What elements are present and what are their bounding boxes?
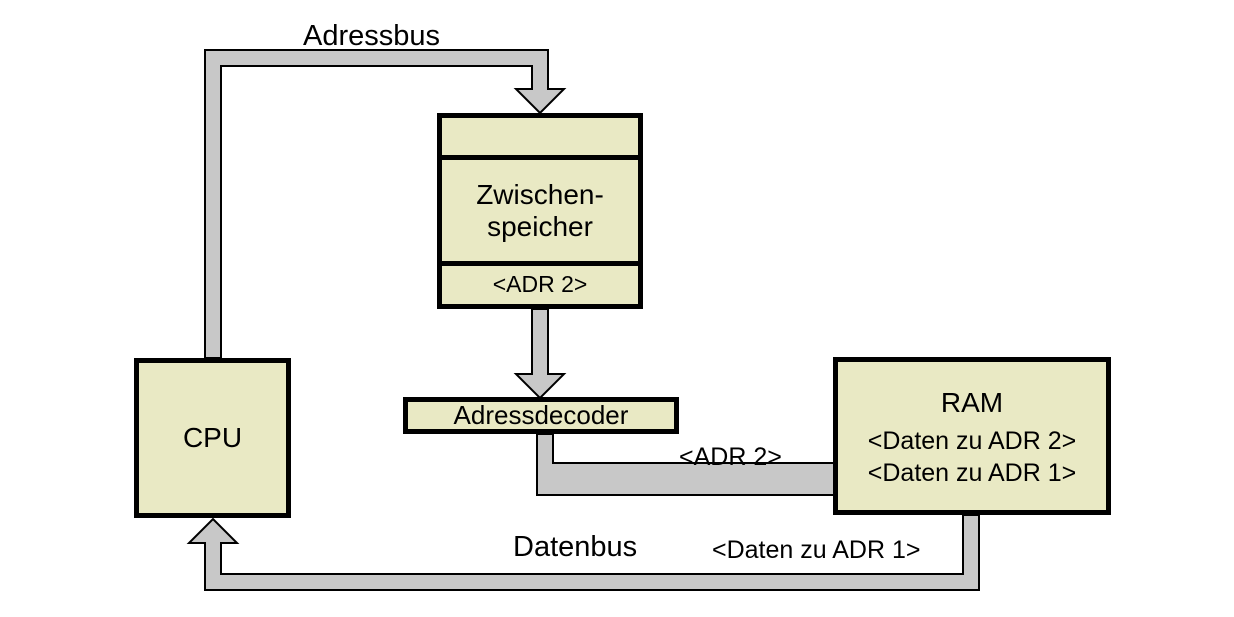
node-ram[interactable]: RAM <Daten zu ADR 2> <Daten zu ADR 1> <box>833 357 1111 515</box>
node-adressdecoder[interactable]: Adressdecoder <box>403 397 679 434</box>
ram-data-line-2: <Daten zu ADR 2> <box>867 426 1077 455</box>
buffer-to-decoder-connector <box>513 308 567 400</box>
buffer-cell-title[interactable]: Zwischen- speicher <box>442 160 638 266</box>
address-bus-label: Adressbus <box>303 20 441 52</box>
ram-title-label: RAM <box>940 387 1004 419</box>
buffer-cell-empty[interactable] <box>442 118 638 160</box>
decoder-to-ram-label: <ADR 2> <box>679 443 782 471</box>
decoder-label: Adressdecoder <box>453 399 629 430</box>
data-bus-label: Datenbus <box>513 531 638 563</box>
buffer-cell-address[interactable]: <ADR 2> <box>442 266 638 304</box>
address-bus-connector <box>204 49 567 359</box>
cpu-label: CPU <box>182 422 243 454</box>
node-cpu[interactable]: CPU <box>134 358 291 518</box>
ram-data-line-1: <Daten zu ADR 1> <box>867 458 1077 487</box>
data-bus-value-label: <Daten zu ADR 1> <box>712 536 921 564</box>
buffer-title-label: Zwischen- speicher <box>476 179 604 242</box>
data-bus-connector <box>186 514 980 591</box>
node-zwischenspeicher[interactable]: Zwischen- speicher <ADR 2> <box>437 113 643 309</box>
buffer-address-label: <ADR 2> <box>492 271 588 298</box>
